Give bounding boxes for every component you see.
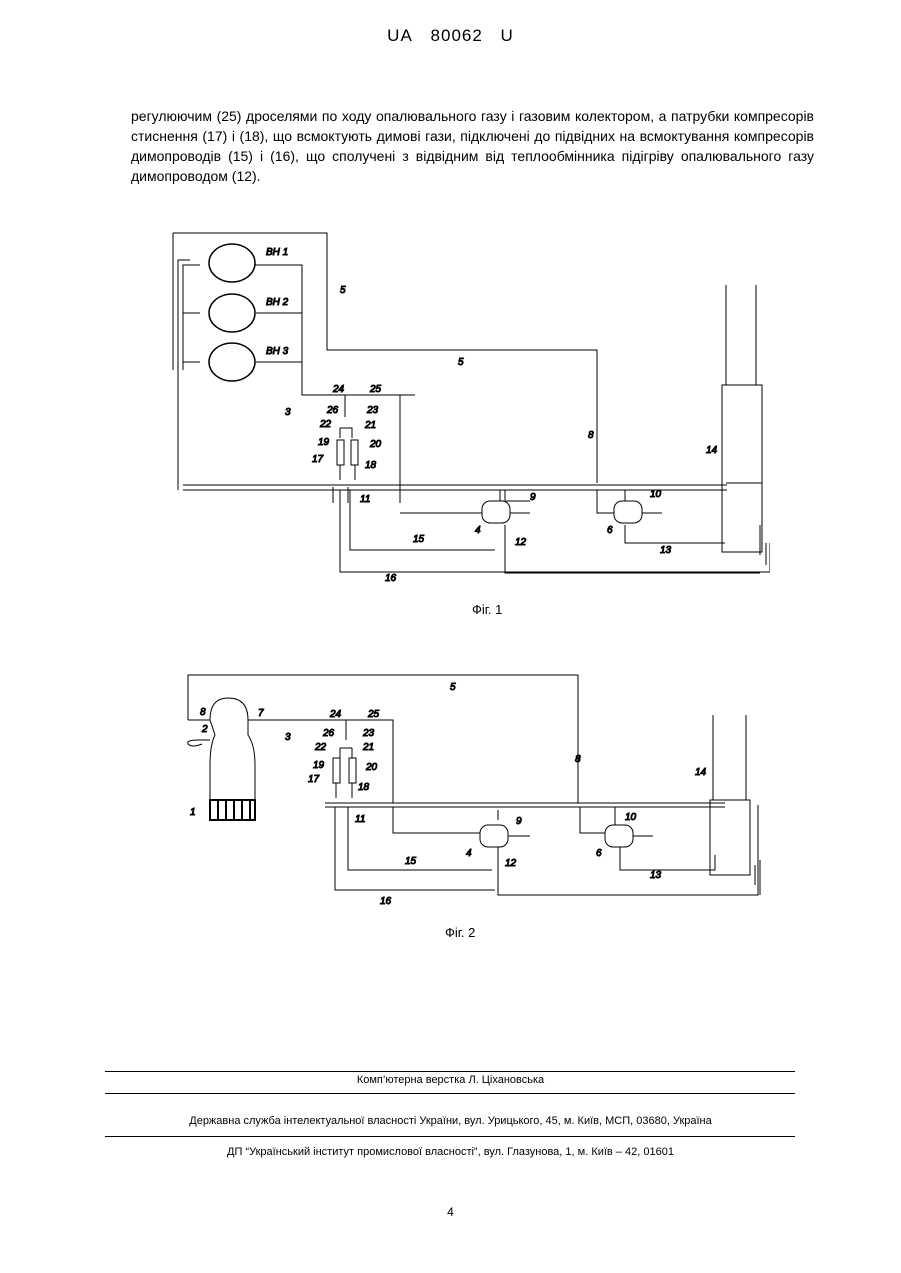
figure-2-caption: Фіг. 2: [445, 925, 475, 940]
fig1-label-16: 16: [385, 573, 397, 584]
fig2-label-18: 18: [358, 782, 370, 793]
fig1-label-18: 18: [365, 460, 377, 471]
fig1-blower-label-3: ВН 3: [266, 346, 289, 357]
fig1-label-10: 10: [650, 489, 662, 500]
fig1-label-11: 11: [360, 494, 370, 505]
fig1-label-22: 22: [319, 419, 332, 430]
fig1-label-23: 23: [366, 405, 379, 416]
fig2-label-7: 7: [258, 708, 264, 719]
body-paragraph: регулюючим (25) дроселями по ходу опалюв…: [131, 106, 814, 186]
fig2-label-22: 22: [314, 742, 327, 753]
fig1-label-6: 6: [607, 525, 613, 536]
patent-kind: U: [501, 26, 514, 45]
fig2-label-20: 20: [365, 762, 378, 773]
patent-number-header: UA 80062 U: [0, 26, 901, 46]
fig2-label-15: 15: [405, 856, 417, 867]
fig1-blower-label-1: ВН 1: [266, 247, 288, 258]
fig2-label-9: 9: [516, 816, 522, 827]
fig1-label-26: 26: [326, 405, 339, 416]
fig1-label-17: 17: [312, 454, 324, 465]
fig1-label-13: 13: [660, 545, 672, 556]
fig2-label-25: 25: [367, 709, 380, 720]
figure-1: ВН 1 ВН 2 ВН 3 5 5 3 24 25 26 23 22 21 1…: [170, 225, 770, 590]
patent-number: 80062: [431, 26, 483, 45]
fig2-label-24: 24: [329, 709, 342, 720]
figure-2: 5 8 7 2 1 3 24 25 26 23 22 21 19 20 17 1…: [180, 670, 770, 915]
fig1-label-15: 15: [413, 534, 425, 545]
fig1-label-20: 20: [369, 439, 382, 450]
fig2-label-6: 6: [596, 848, 602, 859]
fig1-label-9: 9: [530, 492, 536, 503]
fig2-label-21: 21: [362, 742, 374, 753]
fig2-label-16: 16: [380, 896, 392, 907]
fig1-label-5a: 5: [340, 285, 346, 296]
fig2-label-14: 14: [695, 767, 707, 778]
fig1-label-4: 4: [475, 525, 481, 536]
fig2-label-19: 19: [313, 760, 325, 771]
institute-address: ДП “Український інститут промислової вла…: [0, 1146, 901, 1158]
fig2-label-8: 8: [200, 707, 206, 718]
fig1-blower-label-2: ВН 2: [266, 297, 289, 308]
fig2-label-11: 11: [355, 814, 365, 825]
fig2-label-26: 26: [322, 728, 335, 739]
country-code: UA: [387, 26, 413, 45]
typesetting-credit: Комп’ютерна верстка Л. Ціхановська: [0, 1074, 901, 1086]
footer-rule-2: [105, 1093, 795, 1094]
fig2-label-17: 17: [308, 774, 320, 785]
fig1-label-24: 24: [332, 384, 345, 395]
fig2-label-2: 2: [201, 724, 208, 735]
fig1-label-5b: 5: [458, 357, 464, 368]
footer-rule-1: [105, 1071, 795, 1072]
fig2-label-1: 1: [190, 807, 196, 818]
figure-1-caption: Фіг. 1: [472, 602, 502, 617]
patent-office-address: Державна служба інтелектуальної власност…: [0, 1115, 901, 1127]
page-number: 4: [0, 1205, 901, 1219]
fig1-label-21: 21: [364, 420, 376, 431]
fig2-label-5: 5: [450, 682, 456, 693]
fig2-label-13: 13: [650, 870, 662, 881]
fig2-label-10: 10: [625, 812, 637, 823]
fig2-label-23: 23: [362, 728, 375, 739]
fig2-label-12: 12: [505, 858, 517, 869]
fig1-label-19: 19: [318, 437, 330, 448]
fig1-label-3: 3: [285, 407, 291, 418]
fig1-label-14: 14: [706, 445, 718, 456]
fig2-label-8b: 8: [575, 754, 581, 765]
fig1-label-25: 25: [369, 384, 382, 395]
footer-rule-3: [105, 1136, 795, 1137]
fig1-label-8: 8: [588, 430, 594, 441]
fig2-label-4: 4: [466, 848, 472, 859]
fig1-label-12: 12: [515, 537, 527, 548]
fig2-label-3: 3: [285, 732, 291, 743]
